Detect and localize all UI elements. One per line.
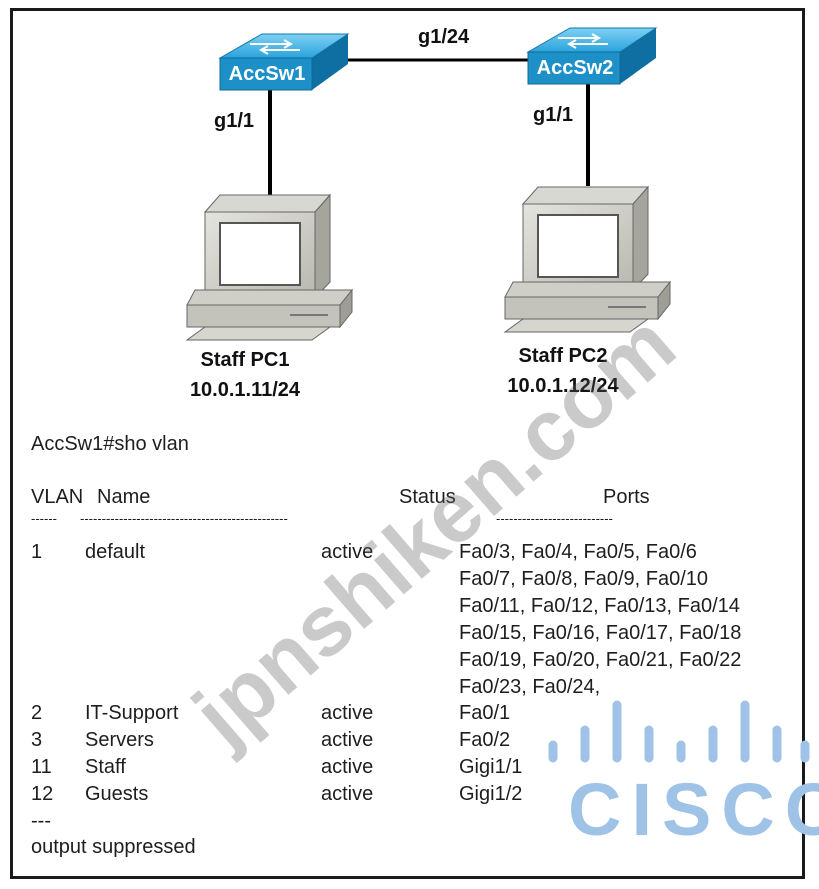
pc1-ip: 10.0.1.11/24 [189,379,301,401]
row-ports-line: Fa0/3, Fa0/4, Fa0/5, Fa0/6 [459,541,697,563]
suppressed-text: output suppressed [31,836,196,858]
header-name: Name [97,486,151,508]
suppressed-marker: --- [31,810,51,832]
trunk-port-label: g1/24 [418,26,470,48]
row-ports-line: Fa0/7, Fa0/8, Fa0/9, Fa0/10 [459,568,709,590]
row-name: Guests [85,783,149,805]
row-vlan: 1 [31,541,43,563]
switch-label-accsw2: AccSw2 [536,57,614,79]
row-status: active [321,783,374,805]
row-name: Servers [85,729,154,751]
row-vlan: 12 [31,783,54,805]
pc1-label: Staff PC1 10.0.1.11/24 [160,348,330,402]
cisco-logo-bars [548,700,810,763]
row-status: active [321,541,374,563]
row-ports-line: Fa0/11, Fa0/12, Fa0/13, Fa0/14 [459,595,740,617]
pc2-label: Staff PC2 10.0.1.12/24 [478,344,648,398]
row-name: Staff [85,756,126,778]
row-vlan: 2 [31,702,43,724]
row-status: active [321,756,374,778]
row-ports-line: Fa0/23, Fa0/24, [459,676,601,698]
cli-prompt: AccSw1#sho vlan [31,433,189,455]
row-name: IT-Support [85,702,179,724]
pc2-port-label: g1/1 [533,104,574,126]
row-status: active [321,729,374,751]
row-status: active [321,702,374,724]
header-vlan: VLAN [31,486,84,508]
pc2-ip: 10.0.1.12/24 [507,375,619,397]
switch-label-accsw1: AccSw1 [228,63,306,85]
switch-icon-accsw2[interactable] [526,27,658,85]
switch-icon-accsw1[interactable] [218,33,350,91]
computer-icon-staff-pc1[interactable] [185,193,354,341]
row-ports-line: Gigi1/2 [459,783,523,805]
diagram-frame [10,8,805,879]
row-ports-line: Fa0/2 [459,729,511,751]
pc1-port-label: g1/1 [214,110,255,132]
computer-icon-staff-pc2[interactable] [503,185,672,333]
separator-3: --------------------------- [496,511,613,526]
row-name: default [85,541,146,563]
header-ports: Ports [603,486,650,508]
row-ports-line: Fa0/1 [459,702,511,724]
pc2-name: Staff PC2 [518,345,608,367]
row-ports-line: Fa0/19, Fa0/20, Fa0/21, Fa0/22 [459,649,742,671]
row-ports-line: Gigi1/1 [459,756,523,778]
row-ports-line: Fa0/15, Fa0/16, Fa0/17, Fa0/18 [459,622,742,644]
pc1-name: Staff PC1 [200,349,290,371]
row-vlan: 11 [31,756,52,778]
cisco-logo-text: CISCO [568,768,819,851]
separator-2: ----------------------------------------… [80,511,288,526]
row-vlan: 3 [31,729,43,751]
header-status: Status [399,486,456,508]
separator-1: ------ [31,511,57,526]
